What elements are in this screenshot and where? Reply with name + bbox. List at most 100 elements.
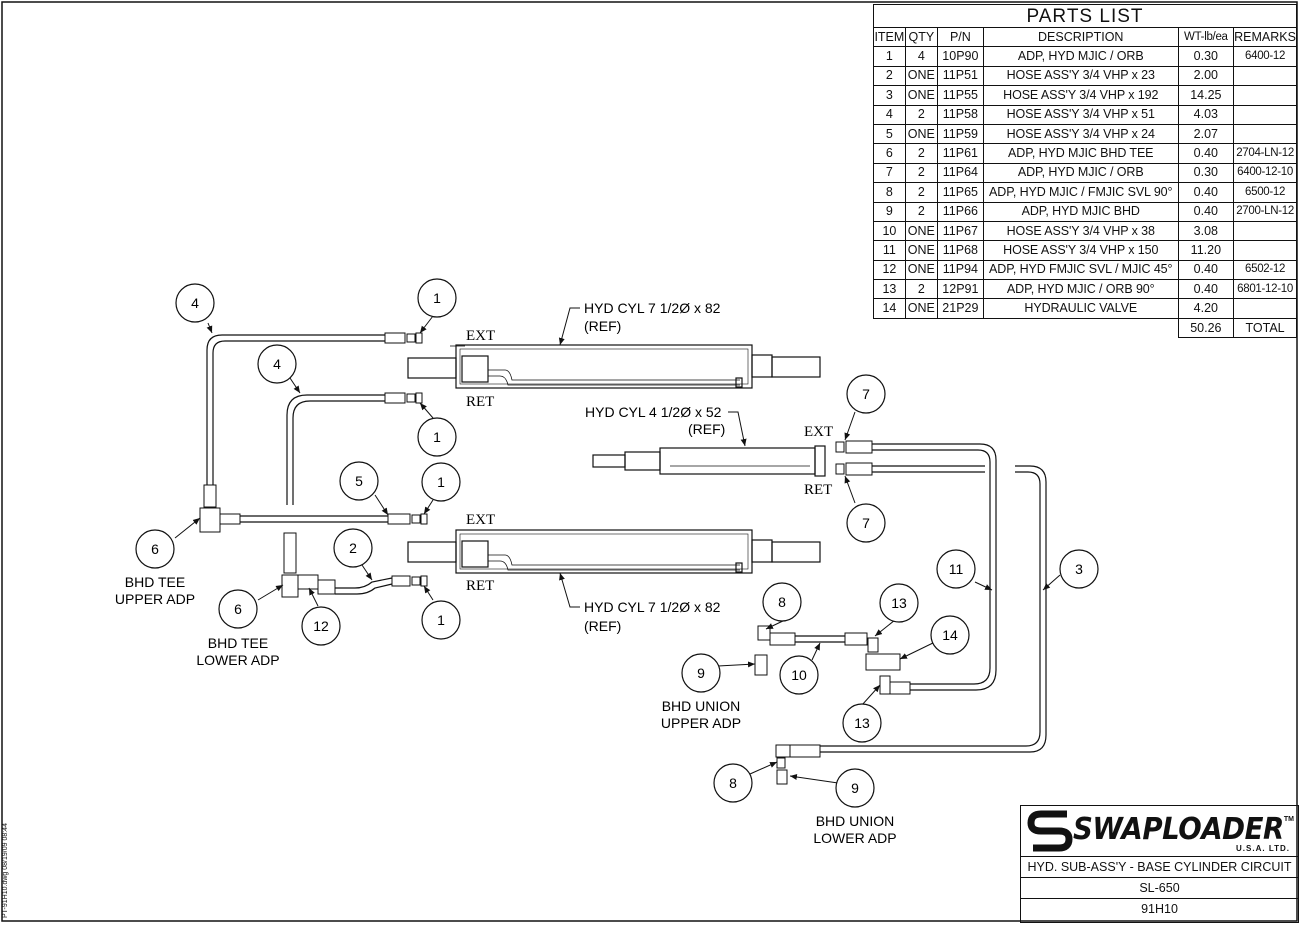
parts-list-cell: 11P51: [936, 65, 984, 87]
parts-list-cell: 0.40: [1177, 143, 1235, 164]
parts-list-cell: 11P68: [936, 240, 984, 261]
callout-9b: 9: [851, 780, 859, 796]
parts-list-cell: ADP, HYD MJIC BHD: [982, 201, 1179, 222]
drawing-labels: HYD CYL 7 1/2Ø x 82 (REF) HYD CYL 7 1/2Ø…: [115, 300, 897, 846]
callout-6a: 6: [151, 541, 159, 557]
parts-list-cell: 14.25: [1177, 85, 1235, 106]
col-header: REMARKS: [1233, 26, 1297, 48]
callout-3: 3: [1075, 561, 1083, 577]
total-label: TOTAL: [1233, 317, 1297, 339]
callout-5: 5: [355, 473, 363, 489]
hose-4-lower: [286, 394, 385, 505]
parts-list-cell: HOSE ASS'Y 3/4 VHP x 23: [982, 65, 1179, 87]
parts-list-cell: [1233, 220, 1297, 242]
bhd-tee-lower-2: LOWER ADP: [196, 652, 279, 668]
parts-list-cell: ADP, HYD MJIC / ORB: [982, 162, 1179, 184]
parts-list-cell: 0.30: [1177, 162, 1235, 184]
callout-14: 14: [942, 627, 958, 643]
parts-list-cell: HOSE ASS'Y 3/4 VHP x 38: [982, 220, 1179, 242]
parts-list-cell: [1233, 123, 1297, 145]
parts-list-cell: 10: [873, 220, 906, 242]
parts-list-cell: [1233, 240, 1297, 261]
bhd-union-lower-1: BHD UNION: [816, 813, 895, 829]
parts-list-cell: 12P91: [936, 279, 984, 300]
parts-list-cell: 0.40: [1177, 201, 1235, 222]
drawing-title: HYD. SUB-ASS'Y - BASE CYLINDER CIRCUIT: [1021, 857, 1298, 878]
parts-list-cell: 5: [873, 123, 906, 145]
swaploader-s-icon: [1027, 810, 1073, 852]
callout-1d: 1: [437, 612, 445, 628]
parts-list-cell: HOSE ASS'Y 3/4 VHP x 24: [982, 123, 1179, 145]
parts-list-cell: HOSE ASS'Y 3/4 VHP x 51: [982, 104, 1179, 125]
bhd-union-upper-1: BHD UNION: [662, 698, 741, 714]
parts-list-cell: ADP, HYD FMJIC SVL / MJIC 45°: [982, 259, 1179, 281]
parts-list-cell: 0.40: [1177, 279, 1235, 300]
callout-2: 2: [349, 540, 357, 556]
parts-list-cell: 11P67: [936, 220, 984, 242]
parts-list-cell: 8: [873, 182, 906, 203]
col-header: P/N: [936, 26, 984, 48]
bhd-tee-upper-1: BHD TEE: [125, 574, 185, 590]
company-name: SWAPLOADER: [1073, 812, 1284, 847]
parts-list-cell: 0.30: [1177, 46, 1235, 67]
parts-list-cell: 2700-LN-12: [1233, 201, 1297, 222]
cylinder-lower: [407, 529, 821, 574]
parts-list-cell: 4.20: [1177, 298, 1235, 319]
parts-list-cell: 2: [904, 143, 938, 164]
parts-list-cell: 11P66: [936, 201, 984, 222]
parts-list-cell: 10P90: [936, 46, 984, 67]
model-number: SL-650: [1021, 878, 1298, 899]
parts-list-cell: ADP, HYD MJIC BHD TEE: [982, 143, 1179, 164]
callout-7a: 7: [862, 386, 870, 402]
cyl-small-label: HYD CYL 4 1/2Ø x 52: [585, 404, 722, 420]
parts-list-cell: 2.07: [1177, 123, 1235, 145]
parts-list-cell: HOSE ASS'Y 3/4 VHP x 192: [982, 85, 1179, 106]
cyl-lower-ref: (REF): [584, 618, 621, 634]
company-logo: SWAPLOADER TM U.S.A. LTD.: [1021, 806, 1298, 857]
bhd-union-lower-2: LOWER ADP: [813, 830, 896, 846]
col-header: DESCRIPTION: [982, 26, 1179, 48]
parts-list-cell: 6400-12-10: [1233, 162, 1297, 184]
callout-1a: 1: [433, 290, 441, 306]
parts-list-cell: ONE: [904, 85, 938, 106]
col-header: WT-lb/ea: [1177, 26, 1235, 48]
hose-5: [240, 515, 388, 523]
file-stamp: PT-91H10.dwg 08/19/09 08:44: [2, 823, 9, 918]
callout-8a: 8: [778, 594, 786, 610]
trademark: TM: [1283, 816, 1294, 823]
callout-8b: 8: [729, 775, 737, 791]
cylinder-small: [592, 445, 826, 477]
parts-list-cell: 13: [873, 279, 906, 300]
parts-list-cell: 3.08: [1177, 220, 1235, 242]
parts-list-cell: 11P55: [936, 85, 984, 106]
callout-1b: 1: [433, 429, 441, 445]
parts-list-cell: 6400-12: [1233, 46, 1297, 67]
callout-6b: 6: [234, 601, 242, 617]
parts-list-cell: 2: [904, 279, 938, 300]
callout-13b: 13: [854, 715, 870, 731]
cyl-lower-label: HYD CYL 7 1/2Ø x 82: [584, 599, 721, 615]
parts-list-cell: 6500-12: [1233, 182, 1297, 203]
parts-list-cell: HOSE ASS'Y 3/4 VHP x 150: [982, 240, 1179, 261]
cyl-upper-label: HYD CYL 7 1/2Ø x 82: [584, 300, 721, 316]
parts-list-cell: 2704-LN-12: [1233, 143, 1297, 164]
title-block: SWAPLOADER TM U.S.A. LTD. HYD. SUB-ASS'Y…: [1020, 805, 1299, 923]
col-header: QTY: [904, 26, 938, 48]
callout-4a: 4: [191, 295, 199, 311]
ret-small: RET: [804, 482, 832, 498]
